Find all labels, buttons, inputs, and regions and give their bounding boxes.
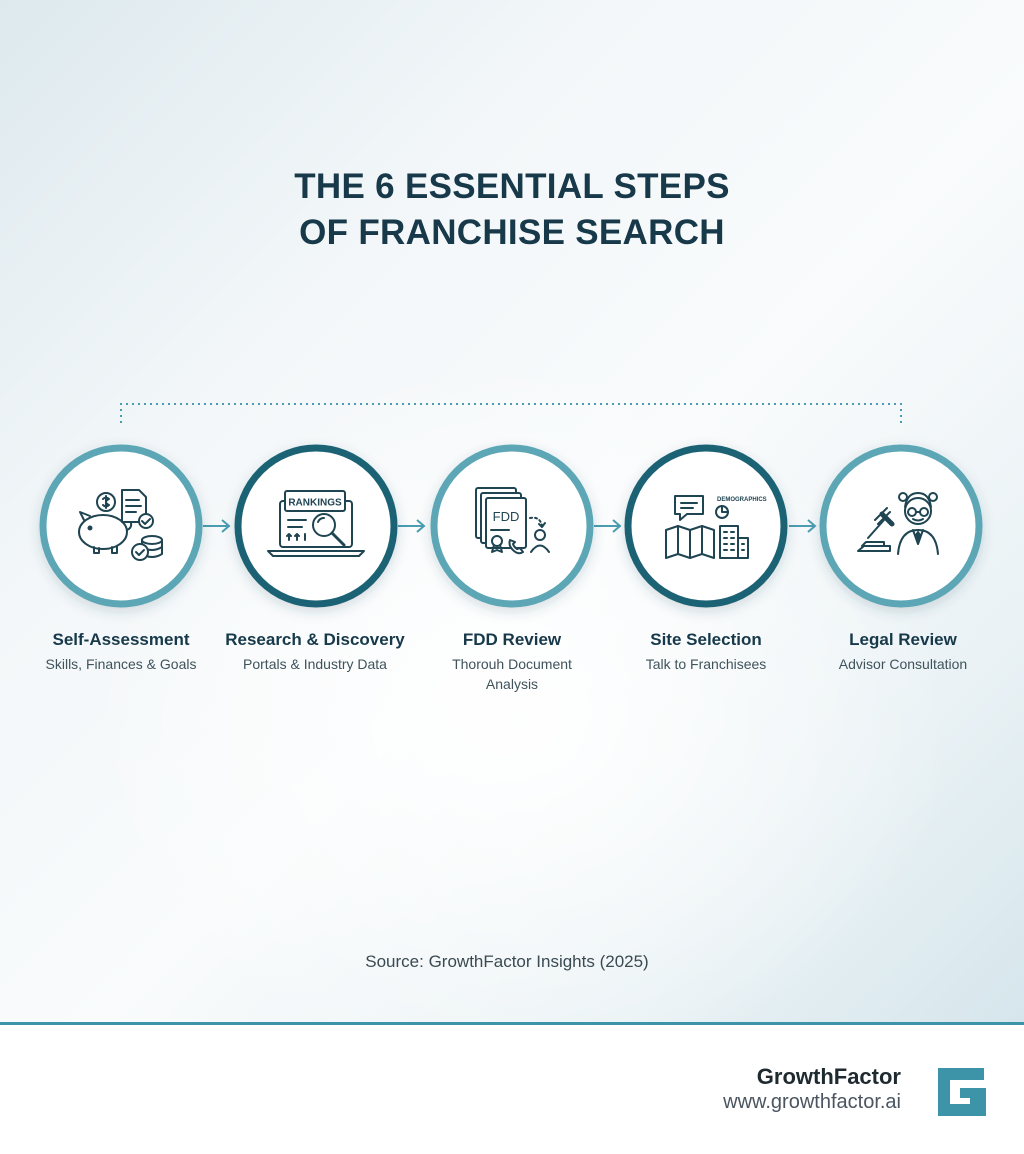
step-label-self-assessment: Self-Assessment Skills, Finances & Goals [11, 629, 231, 674]
title-line-1: THE 6 ESSENTIAL STEPS [294, 167, 730, 206]
map-building-icon: DEMOGRAPHICS [665, 495, 767, 559]
step-subtitle: Advisor Consultation [838, 656, 968, 672]
step-label-site-selection: Site Selection Talk to Franchisees [596, 629, 816, 674]
process-flow: RANKINGS FDD [39, 403, 983, 608]
gavel-lawyer-icon [857, 492, 939, 555]
connector-arrow [594, 519, 622, 533]
dotted-bracket [120, 403, 902, 423]
page-title: THE 6 ESSENTIAL STEPS OF FRANCHISE SEARC… [0, 164, 1024, 256]
step-circle-fdd-review: FDD [430, 444, 594, 608]
step-circle-research-discovery: RANKINGS [234, 444, 398, 608]
step-circle-legal-review [819, 444, 983, 608]
growthfactor-g-logo-icon [938, 1068, 986, 1116]
step-circle-site-selection: DEMOGRAPHICS [624, 444, 788, 608]
fdd-document-icon: FDD [475, 487, 550, 555]
footer-divider [0, 1022, 1024, 1025]
step-subtitle: Portals & Industry Data [243, 656, 387, 672]
step-label-research-discovery: Research & Discovery Portals & Industry … [205, 629, 425, 674]
step-title: Self-Assessment [52, 630, 190, 649]
brand-name: GrowthFactor [756, 1064, 901, 1089]
connector-arrow [789, 519, 817, 533]
step-title: Research & Discovery [225, 630, 405, 649]
step-subtitle: Thorouh Document Analysis [452, 656, 572, 692]
fdd-text: FDD [493, 509, 520, 524]
piggy-bank-finance-icon [78, 489, 163, 561]
step-subtitle: Talk to Franchisees [645, 656, 767, 672]
step-title: Site Selection [650, 630, 762, 649]
step-title: FDD Review [462, 630, 562, 649]
source-note: Source: GrowthFactor Insights (2025) [365, 952, 649, 971]
connector-arrow [203, 519, 231, 533]
step-circle-self-assessment [39, 444, 203, 608]
step-title: Legal Review [849, 630, 957, 649]
brand-url[interactable]: www.growthfactor.ai [723, 1091, 901, 1113]
step-label-legal-review: Legal Review Advisor Consultation [793, 629, 1013, 674]
title-line-2: OF FRANCHISE SEARCH [299, 213, 725, 252]
rankings-text: RANKINGS [288, 498, 342, 509]
brand-block: GrowthFactor www.growthfactor.ai [723, 1064, 901, 1114]
step-label-fdd-review: FDD Review Thorouh Document Analysis [402, 629, 622, 694]
laptop-rankings-icon: RANKINGS [267, 490, 365, 557]
demographics-text: DEMOGRAPHICS [717, 497, 767, 503]
step-subtitle: Skills, Finances & Goals [45, 656, 197, 672]
connector-arrow [398, 519, 426, 533]
